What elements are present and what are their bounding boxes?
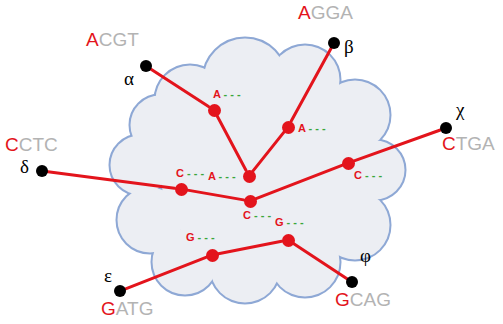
- lineage-line: [218, 241, 281, 253]
- lineage-line: [354, 130, 440, 161]
- sequence-label: ACGT: [86, 30, 139, 49]
- lineage-line: [253, 132, 284, 171]
- sequence-label: AGGA: [298, 3, 353, 22]
- state-label: C - - -: [353, 170, 383, 181]
- leaf-node: χCTGA: [440, 122, 452, 134]
- sequence-label: GATG: [101, 299, 153, 318]
- state-label: A - - -: [297, 123, 327, 134]
- sequence-label: CTGA: [442, 134, 495, 153]
- lineage-line: [256, 165, 342, 198]
- sequence-label: GCAG: [335, 290, 391, 309]
- state-label: G - - -: [274, 217, 305, 228]
- leaf-node: εGATG: [114, 285, 126, 297]
- state-label: G - - -: [185, 232, 216, 243]
- lineage-line: [293, 244, 347, 279]
- taxon-label: φ: [360, 246, 371, 265]
- taxon-label: δ: [20, 157, 29, 176]
- leaf-node: CCTCδ: [36, 165, 48, 177]
- ancestor-node: G - - -: [282, 234, 295, 247]
- leaf-node: φGCAG: [346, 276, 358, 288]
- ancestor-node: G - - -: [206, 249, 219, 262]
- taxon-label: β: [344, 37, 354, 56]
- lineage-line: [151, 69, 209, 106]
- sequence-label: CCTC: [5, 135, 58, 154]
- state-label: C - - -: [242, 210, 272, 221]
- taxon-label: α: [124, 69, 134, 88]
- state-label: A - - -: [212, 89, 242, 100]
- ancestor-node: C - - -: [244, 195, 257, 208]
- taxon-label: ε: [104, 266, 112, 285]
- lineage-line: [126, 257, 206, 288]
- state-label: A - - -: [207, 171, 237, 182]
- cloud-fill: [161, 71, 360, 270]
- ancestor-node: C - - -: [342, 157, 355, 170]
- ancestor-node: A - - -: [282, 121, 295, 134]
- ancestor-node: A - - -: [208, 104, 221, 117]
- lineage-line: [187, 190, 243, 200]
- state-label: C - - -: [175, 168, 205, 179]
- ancestor-node: A - - -: [243, 170, 256, 183]
- lineage-line: [291, 48, 331, 121]
- leaf-node: AGGAβ: [328, 37, 340, 49]
- lineage-line: [217, 116, 246, 171]
- ancestor-node: C - - -: [175, 183, 188, 196]
- lineage-line: [48, 172, 175, 188]
- leaf-node: ACGTα: [140, 60, 152, 72]
- taxon-label: χ: [456, 100, 464, 119]
- cloud-outline: [160, 70, 360, 270]
